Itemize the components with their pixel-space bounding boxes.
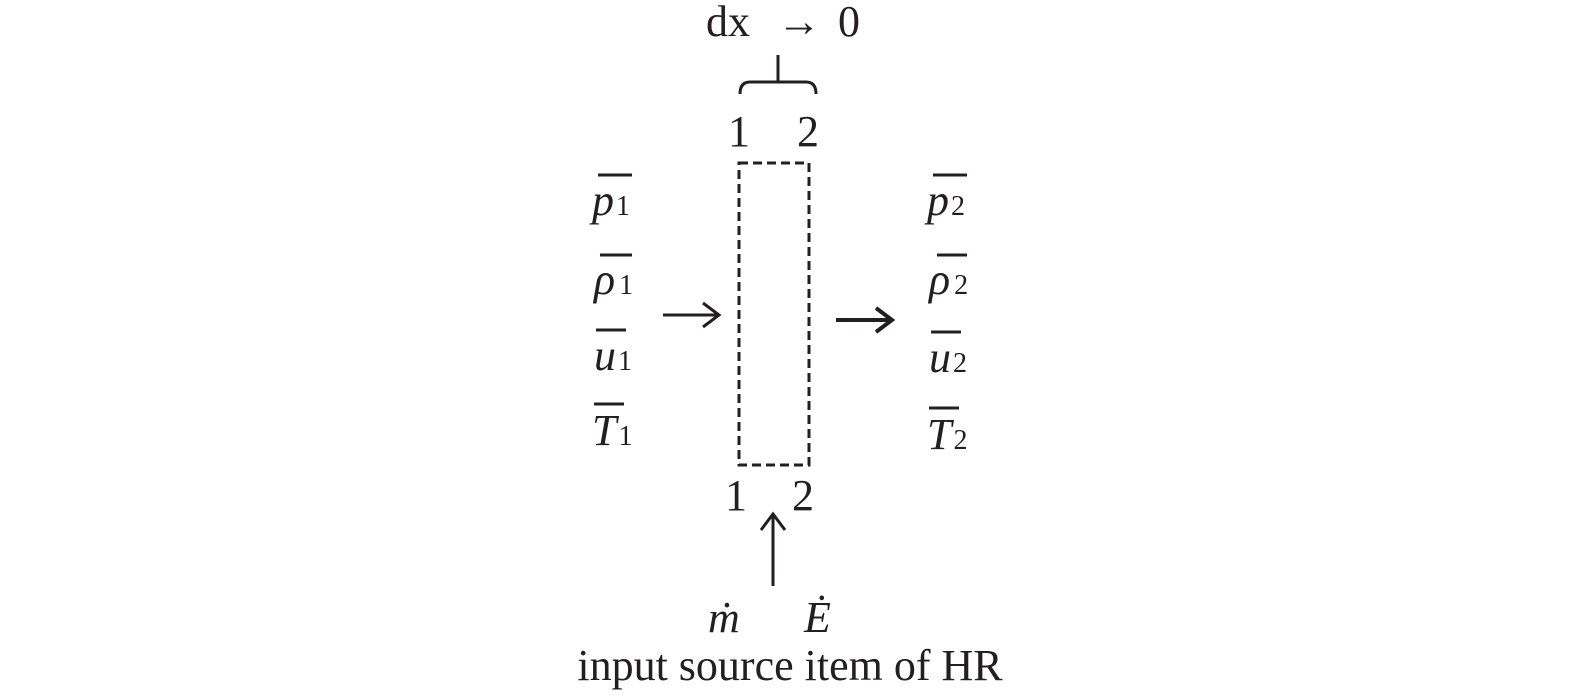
inlet-pressure: p1: [589, 173, 632, 225]
svg-text:T1: T1: [592, 406, 632, 455]
dx-bracket: [738, 55, 818, 95]
outlet-pressure: p2: [924, 173, 967, 225]
dx-limit-label: dx → 0: [706, 0, 860, 46]
source-arrow: [759, 511, 787, 586]
svg-text:p1: p1: [589, 176, 630, 225]
control-volume-box: [737, 161, 811, 467]
svg-text:ρ1: ρ1: [592, 255, 633, 304]
svg-text:u2: u2: [929, 333, 967, 382]
inlet-temperature: T1: [592, 402, 632, 455]
station-1-bottom: 1: [725, 471, 747, 520]
inlet-arrow: [663, 301, 722, 329]
energy-source-term: Ė: [803, 593, 831, 642]
station-2-bottom: 2: [792, 471, 814, 520]
svg-text:p2: p2: [924, 176, 965, 225]
mass-source-term: ṁ: [708, 593, 740, 642]
caption: input source item of HR: [577, 641, 1003, 690]
dx-text: dx: [706, 0, 750, 46]
svg-text:dx: dx: [706, 0, 750, 46]
outlet-velocity: u2: [929, 330, 967, 382]
outlet-temperature: T2: [927, 406, 967, 459]
inlet-velocity: u1: [594, 328, 632, 380]
limit-arrow: →: [777, 0, 821, 46]
outlet-arrow: [836, 306, 896, 334]
svg-text:u1: u1: [594, 331, 632, 380]
station-2-top: 2: [797, 107, 819, 156]
svg-text:ρ2: ρ2: [927, 255, 968, 304]
svg-text:T2: T2: [927, 410, 967, 459]
station-1-top: 1: [728, 107, 750, 156]
limit-value: 0: [838, 0, 860, 46]
